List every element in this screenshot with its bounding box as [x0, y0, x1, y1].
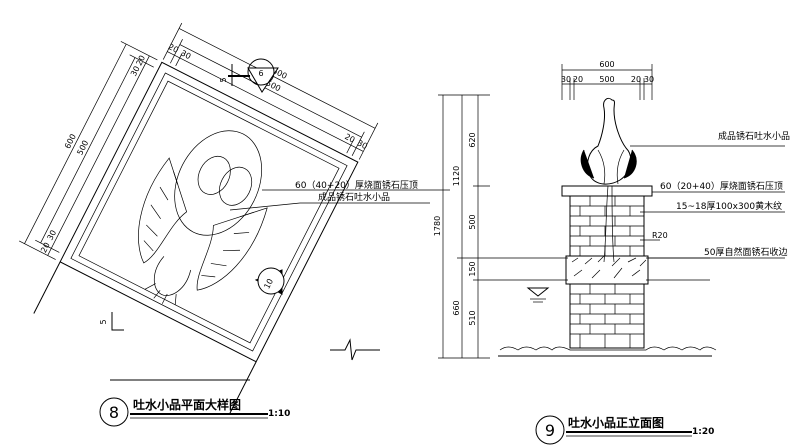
plan-dim-left-total: 600 [63, 133, 78, 151]
plan-dim-top-b: 30 [179, 49, 192, 62]
plan-inner-edge [78, 80, 340, 344]
elev-dim-top-b: 20 [573, 75, 583, 84]
plan-section-mark-top: 5 [219, 77, 228, 82]
plan-note-coping: 60（40+20）厚烧面锈石压顶 [295, 179, 418, 191]
elev-number: 9 [545, 421, 555, 440]
elev-dim-top-a: 30 [561, 75, 571, 84]
elev-dim-top-c: 500 [599, 75, 614, 84]
elev-dim-lower: 660 [452, 300, 461, 315]
elev-dim-band: 150 [468, 261, 477, 276]
plan-note-sculpture: 成品锈石吐水小品 [318, 191, 390, 203]
plan-dim-top-d: 30 [356, 138, 369, 151]
plan-scale: 1:10 [268, 409, 290, 419]
elev-band [565, 255, 649, 285]
plan-notes: 60（40+20）厚烧面锈石压顶 成品锈石吐水小品 [229, 179, 450, 211]
plan-number: 8 [109, 403, 119, 422]
elev-top-dims: 600 30 20 500 20 30 [561, 60, 654, 100]
svg-text:5: 5 [99, 319, 108, 324]
plan-dim-left-d: 20 [39, 241, 52, 254]
plan-section-ref-10: 10 [262, 277, 275, 290]
elevation-view: 600 30 20 500 20 30 1780 1120 660 620 50… [433, 60, 790, 445]
plan-section-ref-right: 10 [254, 267, 285, 295]
plan-section-mark-bottom: 5 [99, 312, 124, 331]
plan-title-block: 8 吐水小品平面大样图 1:10 [99, 397, 290, 427]
elev-dim-total-height: 1780 [433, 216, 442, 236]
elev-dim-top-total: 600 [599, 60, 614, 69]
elev-water [490, 257, 710, 303]
plan-wall-line-right [229, 361, 257, 414]
plan-dim-left-inner: 500 [75, 139, 90, 157]
plan-outer-slab [59, 61, 359, 363]
elev-left-dims: 1780 1120 660 620 500 150 510 [433, 94, 490, 359]
plan-top-dims: 600 500 20 30 20 30 [162, 22, 379, 160]
plan-dim-left-a: 20 [135, 54, 148, 67]
elev-dim-upper: 1120 [452, 166, 461, 186]
elev-notes: 成品锈石吐水小品 60（20+40）厚烧面锈石压顶 15~18厚100x300黄… [630, 130, 790, 259]
elev-dim-top-d: 20 [631, 75, 641, 84]
plan-dim-left-c: 30 [46, 229, 59, 242]
elev-dim-radius: R20 [652, 231, 668, 240]
elev-dim-sculpture: 620 [468, 132, 477, 147]
plan-sculpture [138, 130, 268, 305]
elev-dim-top-e: 30 [644, 75, 654, 84]
elev-note-band: 50厚自然面锈石收边 [704, 246, 787, 258]
elev-note-brick: 15~18厚100x300黄木纹 [676, 200, 782, 212]
plan-section-ref-6: 6 [258, 69, 263, 78]
elev-dim-base: 510 [468, 310, 477, 325]
plan-dim-left-b: 30 [129, 65, 142, 78]
elev-sculpture [580, 97, 637, 263]
plan-section-ref-top: 5 6 [219, 58, 279, 93]
plan-dim-top-c: 20 [343, 132, 356, 145]
plan-dim-top-a: 20 [167, 42, 180, 55]
elev-note-coping: 60（20+40）厚烧面锈石压顶 [660, 180, 783, 192]
elev-scale: 1:20 [692, 427, 714, 437]
elev-title-block: 9 吐水小品正立面图 1:20 [535, 415, 714, 445]
elev-dim-pier: 500 [468, 214, 477, 229]
plan-wall-line-left [33, 261, 61, 314]
elev-title: 吐水小品正立面图 [568, 415, 664, 430]
plan-break-line [330, 338, 380, 361]
plan-title: 吐水小品平面大样图 [133, 397, 241, 412]
elev-pier [498, 185, 717, 357]
plan-coping-edge [70, 72, 348, 352]
plan-left-dims: 600 500 20 30 30 20 [18, 41, 158, 260]
elev-note-sculpture: 成品锈石吐水小品 [718, 130, 790, 142]
elev-coping [561, 185, 653, 197]
plan-view: 600 500 20 30 20 30 600 500 20 30 30 [18, 22, 450, 427]
